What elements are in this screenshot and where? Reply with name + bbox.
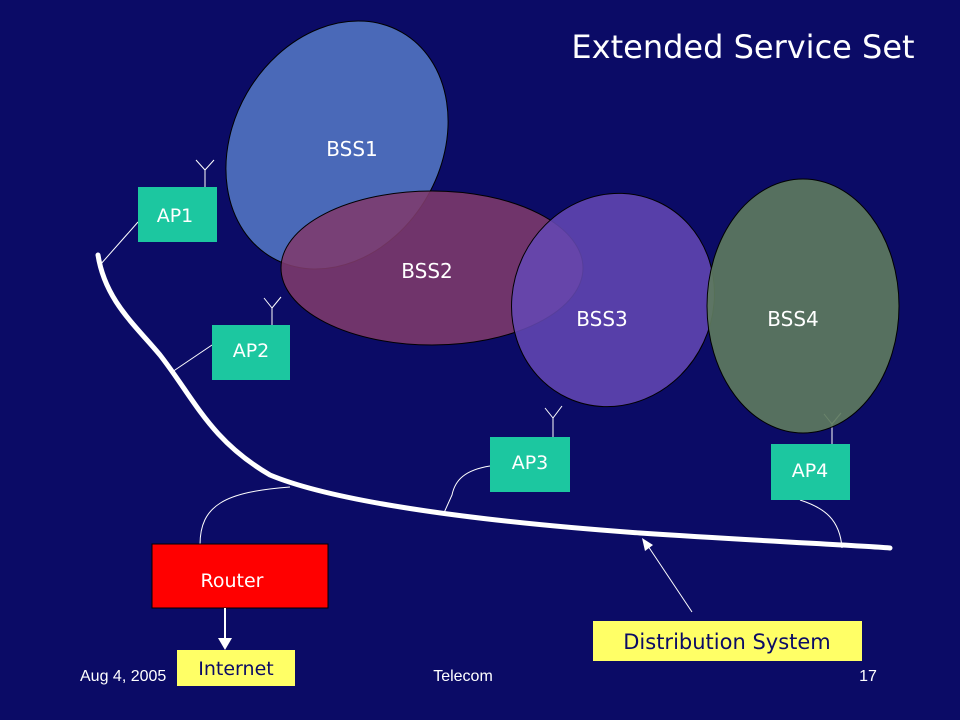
ap3-label: AP3 bbox=[512, 452, 549, 474]
footer-date: Aug 4, 2005 bbox=[80, 668, 166, 685]
bss4-area bbox=[706, 178, 900, 434]
ap1-connector bbox=[99, 221, 139, 266]
ap1-box: AP1 bbox=[138, 187, 217, 242]
distribution-system-pointer bbox=[647, 545, 693, 613]
router-box: Router bbox=[151, 543, 329, 609]
bss1-label: BSS1 bbox=[326, 137, 377, 161]
internet-label: Internet bbox=[198, 658, 273, 680]
distribution-system-label: Distribution System bbox=[623, 630, 831, 654]
footer-title: Telecom bbox=[433, 668, 493, 685]
ap3-connector bbox=[442, 465, 491, 516]
bss4-label: BSS4 bbox=[767, 307, 818, 331]
internet-box: Internet bbox=[177, 650, 295, 686]
ap4-box: AP4 bbox=[771, 444, 850, 500]
ap1-label: AP1 bbox=[157, 205, 194, 227]
ap3-antenna-icon bbox=[544, 405, 563, 437]
ap2-box: AP2 bbox=[212, 325, 290, 380]
router-connector bbox=[199, 486, 291, 546]
bss3-label: BSS3 bbox=[576, 307, 627, 331]
distribution-system-line bbox=[95, 252, 893, 551]
slide-title: Extended Service Set bbox=[571, 28, 914, 66]
ap1-antenna-icon bbox=[195, 159, 215, 187]
footer-page-number: 17 bbox=[859, 668, 877, 685]
router-label: Router bbox=[201, 570, 264, 592]
ap2-antenna-icon bbox=[263, 296, 282, 325]
ap4-label: AP4 bbox=[792, 460, 829, 482]
bss3-area bbox=[511, 192, 715, 408]
distribution-system-callout: Distribution System bbox=[593, 621, 862, 661]
router-internet-arrowhead-icon bbox=[218, 638, 232, 650]
ap2-label: AP2 bbox=[233, 340, 270, 362]
ap2-connector bbox=[171, 344, 213, 373]
distribution-system-arrowhead-icon bbox=[642, 538, 653, 551]
ap3-box: AP3 bbox=[490, 437, 570, 492]
bss2-label: BSS2 bbox=[401, 259, 452, 283]
ap4-connector bbox=[799, 499, 843, 549]
